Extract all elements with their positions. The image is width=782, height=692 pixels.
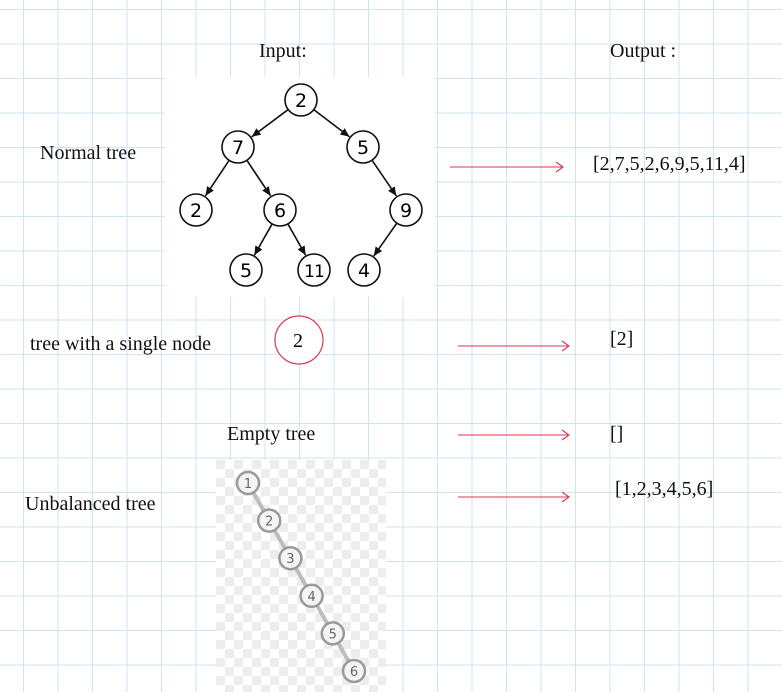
chain-node [278,545,303,571]
chain-node [341,658,367,684]
tree-node [297,253,331,287]
tree-node-label: 2 [295,90,307,112]
chain-node [299,583,324,609]
unbalanced-tree-output: [1,2,3,4,5,6] [615,478,714,500]
tree-node [221,130,255,164]
tree-node [263,193,297,227]
tree-node [346,130,380,164]
tree-node-label: 9 [400,200,412,222]
tree-node-label: 11 [304,262,324,282]
chain-node [256,508,282,533]
single-node-circle [274,315,324,365]
tree-node [389,193,423,227]
output-header: Output : [610,40,677,62]
single-node-output: [2] [610,328,634,350]
tree-edge [204,159,230,197]
normal-tree-label: Normal tree [40,142,137,164]
empty-tree-output: [] [610,423,624,445]
chain-node-label: 3 [286,552,294,567]
tree-node-label: 5 [357,137,369,159]
chain-node [320,621,346,646]
tree-edge [246,159,272,197]
tree-edge [251,108,289,138]
chain-node-label: 1 [244,477,252,492]
chain-node-label: 4 [307,590,315,605]
tree-node-label: 7 [232,137,244,159]
tree-edge [313,109,350,138]
chain-node-label: 6 [350,665,358,680]
tree-node [179,193,213,227]
chain-node-label: 5 [329,627,337,642]
tree-node-label: 2 [190,200,202,222]
tree-edge [373,222,398,257]
tree-edge [287,223,307,256]
empty-tree-label: Empty tree [227,423,316,445]
single-node-label: 2 [293,330,303,352]
input-header: Input: [259,40,307,62]
tree-edge [253,223,273,256]
unbalanced-tree-label: Unbalanced tree [25,493,156,515]
tree-node-label: 4 [358,260,370,282]
single-node-tree-label: tree with a single node [30,333,212,355]
tree-node-label: 6 [274,200,286,222]
tree-node [229,253,263,287]
chain-node-label: 2 [265,515,273,530]
tree-node-label: 5 [240,260,252,282]
tree-edge [371,159,398,197]
tree-node [284,83,318,117]
tree-node [347,253,381,287]
chain-node [235,470,261,496]
normal-tree-output: [2,7,5,2,6,9,5,11,4] [593,153,746,175]
